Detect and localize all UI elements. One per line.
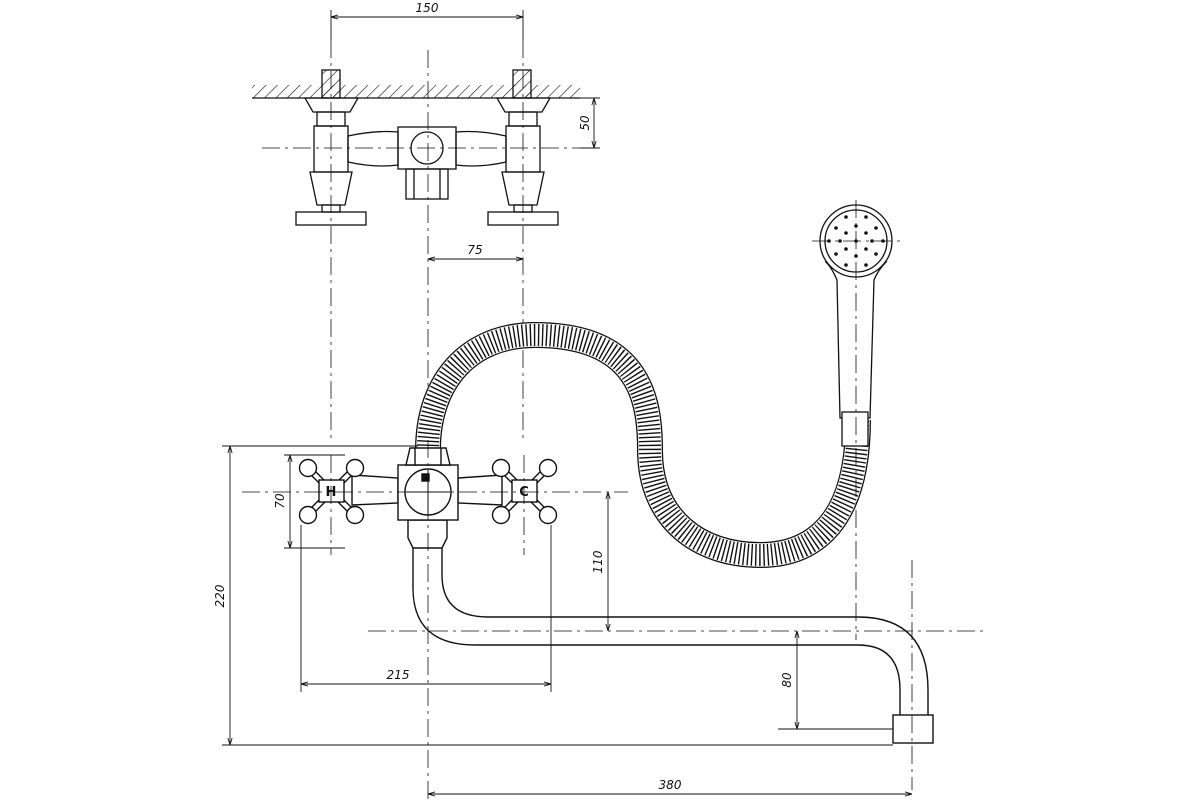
spout-aerator (892, 714, 934, 744)
dim-spout-drop: 110 (591, 550, 605, 573)
dim-handle-height: 70 (273, 493, 287, 509)
hot-handle (298, 458, 365, 525)
dim-spout-tip: 80 (780, 672, 794, 688)
top-view (252, 69, 580, 226)
top-body (347, 130, 399, 167)
dim-spout-length: 380 (659, 778, 682, 792)
dim-total-height: 220 (213, 584, 227, 607)
mixer-body (351, 447, 503, 521)
front-centerlines (242, 440, 988, 800)
dim-top-width: 150 (416, 1, 439, 15)
shower-nozzles (827, 215, 885, 267)
cold-handle (491, 458, 558, 525)
dim-top-height: 50 (578, 115, 592, 131)
dimension-lines (222, 10, 912, 794)
top-centerlines (262, 40, 580, 440)
dim-handle-span: 215 (387, 668, 410, 682)
flexible-hose (415, 321, 871, 569)
dim-top-spacing: 75 (467, 243, 482, 257)
spout (407, 519, 934, 744)
top-spout-stub (405, 168, 449, 200)
